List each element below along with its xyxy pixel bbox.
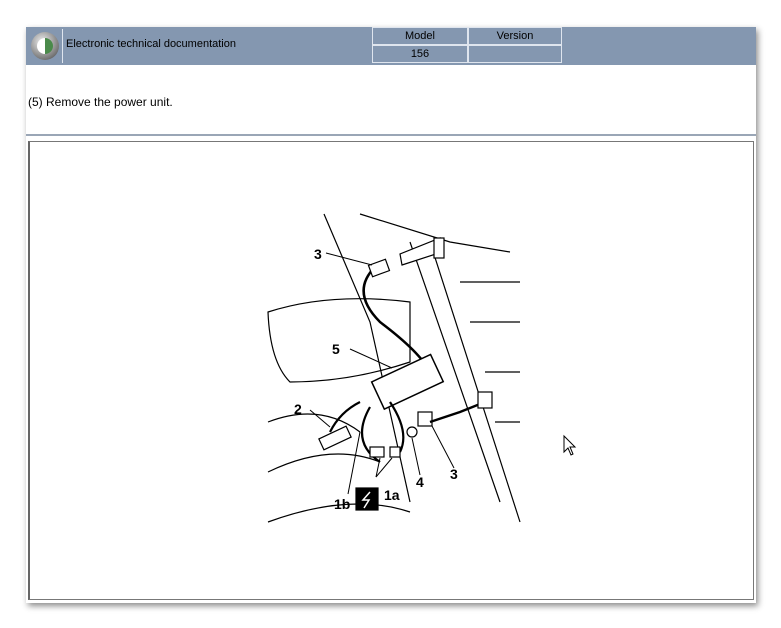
- callout-4: 4: [416, 474, 424, 490]
- documentation-window: Electronic technical documentation Model…: [26, 27, 756, 603]
- instruction-text: (5) Remove the power unit.: [28, 95, 173, 109]
- callout-1b: 1b: [334, 496, 350, 512]
- callout-3-bottom: 3: [450, 466, 458, 482]
- version-label: Version: [468, 27, 562, 45]
- app-title: Electronic technical documentation: [66, 38, 236, 50]
- power-unit-diagram: 3 5 2 1b 1a 4 3: [267, 213, 577, 523]
- callout-3-top: 3: [314, 246, 322, 262]
- alfa-romeo-logo: [28, 29, 63, 63]
- model-label: Model: [372, 27, 468, 45]
- mouse-cursor-icon: [563, 434, 577, 456]
- header-bar: Electronic technical documentation Model…: [26, 27, 756, 65]
- model-value: 156: [372, 45, 468, 63]
- divider: [26, 134, 756, 136]
- callout-2: 2: [294, 401, 302, 417]
- version-value: [468, 45, 562, 63]
- diagram-frame: 3 5 2 1b 1a 4 3: [28, 141, 754, 600]
- callout-5: 5: [332, 341, 340, 357]
- callout-1a: 1a: [384, 487, 400, 503]
